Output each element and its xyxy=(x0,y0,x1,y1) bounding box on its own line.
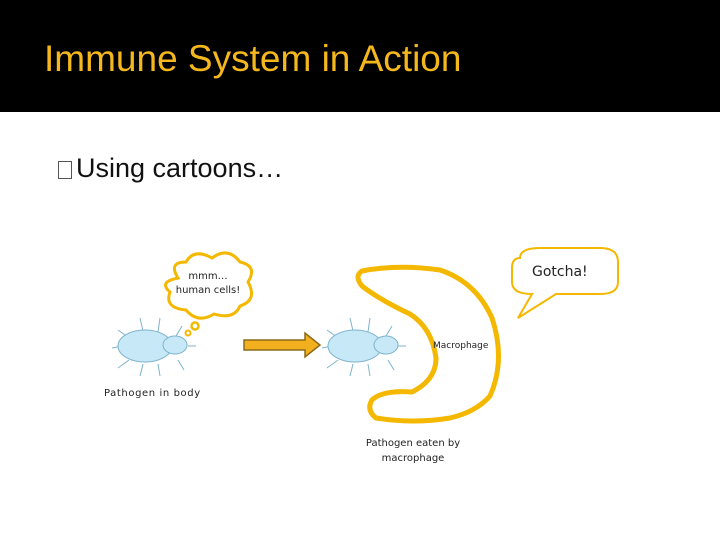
macrophage-label: Macrophage xyxy=(433,341,489,351)
speech-bubble xyxy=(511,247,619,319)
macrophage-outline xyxy=(355,264,501,424)
bullet-text: Using cartoons… xyxy=(76,153,284,183)
title-bar xyxy=(0,0,720,112)
pathogen-eaten-icon xyxy=(321,317,406,377)
right-arrow-icon xyxy=(243,331,322,359)
bullet-item: Using cartoons… xyxy=(58,153,283,184)
thought-bubble xyxy=(164,251,254,337)
square-bullet-icon xyxy=(58,161,72,179)
pathogen-label: Pathogen in body xyxy=(104,388,201,399)
speech-bubble-text: Gotcha! xyxy=(532,264,588,280)
slide-title: Immune System in Action xyxy=(44,38,462,79)
result-label: Pathogen eaten by macrophage xyxy=(365,438,461,464)
thought-bubble-text: mmm… human cells! xyxy=(175,271,241,296)
thought-dot-large xyxy=(190,321,200,331)
thought-dot-small xyxy=(184,329,192,337)
pathogen-icon xyxy=(111,317,196,377)
